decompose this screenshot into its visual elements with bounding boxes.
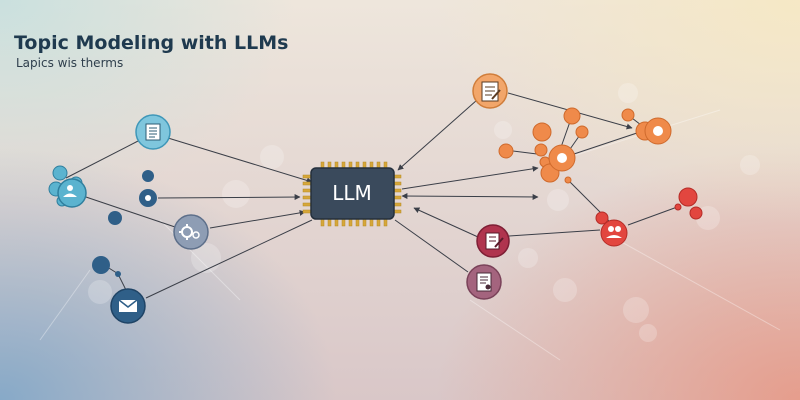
cluster-dot bbox=[532, 122, 552, 142]
red-hub bbox=[600, 219, 628, 247]
chip-body bbox=[310, 167, 395, 220]
red-cluster-node[interactable] bbox=[595, 187, 703, 247]
cluster-dot bbox=[678, 187, 698, 207]
cluster-dot bbox=[534, 143, 548, 157]
info-node[interactable] bbox=[108, 170, 157, 225]
info-icon bbox=[145, 195, 151, 201]
edge-llm-orange bbox=[401, 165, 539, 190]
email-side-dot bbox=[92, 256, 110, 274]
page-title: Topic Modeling with LLMs bbox=[14, 32, 289, 54]
edge-edit-llm bbox=[413, 207, 479, 238]
cluster-dot bbox=[674, 203, 682, 211]
cluster-dot bbox=[621, 108, 635, 122]
cluster-dot bbox=[563, 107, 581, 125]
cluster-dot bbox=[564, 176, 572, 184]
edge-info-llm bbox=[157, 194, 301, 201]
edge-mid-orange bbox=[561, 131, 641, 159]
people-icon bbox=[63, 185, 77, 197]
cluster-dot bbox=[52, 165, 68, 181]
report-node[interactable] bbox=[466, 264, 502, 300]
edge-people-settings bbox=[79, 194, 179, 229]
clipboard-icon bbox=[481, 81, 501, 102]
cluster-dot bbox=[689, 206, 703, 220]
background-links bbox=[39, 109, 781, 361]
gear-icon bbox=[179, 224, 200, 240]
people-cluster-node[interactable] bbox=[48, 165, 87, 208]
llm-chip[interactable]: LLM bbox=[302, 161, 402, 227]
edge-clipboard-llm bbox=[397, 99, 478, 171]
cluster-dot bbox=[595, 211, 609, 225]
page-subtitle: Lapics wis therms bbox=[16, 56, 124, 70]
cluster-hub-dot bbox=[557, 153, 567, 163]
document-node[interactable] bbox=[135, 114, 171, 150]
envelope-icon bbox=[118, 299, 138, 312]
background-bubbles bbox=[88, 83, 760, 342]
edge-email-llm bbox=[145, 219, 313, 299]
info-top-dot bbox=[142, 170, 154, 182]
edge-edit-red bbox=[508, 229, 601, 237]
cluster-dot bbox=[575, 125, 589, 139]
edge-people-document bbox=[65, 139, 141, 179]
email-node[interactable] bbox=[92, 256, 146, 324]
users-icon bbox=[606, 226, 622, 238]
edge-settings-llm bbox=[209, 209, 306, 229]
info-side-dot bbox=[108, 211, 122, 225]
report-icon bbox=[476, 272, 492, 292]
edit-document-icon bbox=[485, 232, 504, 250]
edge-document-llm bbox=[167, 137, 313, 184]
settings-node[interactable] bbox=[173, 214, 209, 250]
cluster-hub-dot bbox=[653, 126, 663, 136]
email-mini-dot bbox=[115, 271, 121, 277]
orange-cluster-node[interactable] bbox=[498, 107, 672, 184]
clipboard-node[interactable] bbox=[472, 73, 508, 109]
edit-document-node[interactable] bbox=[476, 224, 510, 258]
edge-red-cluster bbox=[627, 205, 681, 226]
document-icon bbox=[145, 123, 161, 141]
edge-llm-mid bbox=[401, 193, 539, 200]
chip-label: LLM bbox=[332, 181, 372, 205]
edge-report-llm bbox=[394, 219, 469, 273]
cluster-dot bbox=[498, 143, 514, 159]
